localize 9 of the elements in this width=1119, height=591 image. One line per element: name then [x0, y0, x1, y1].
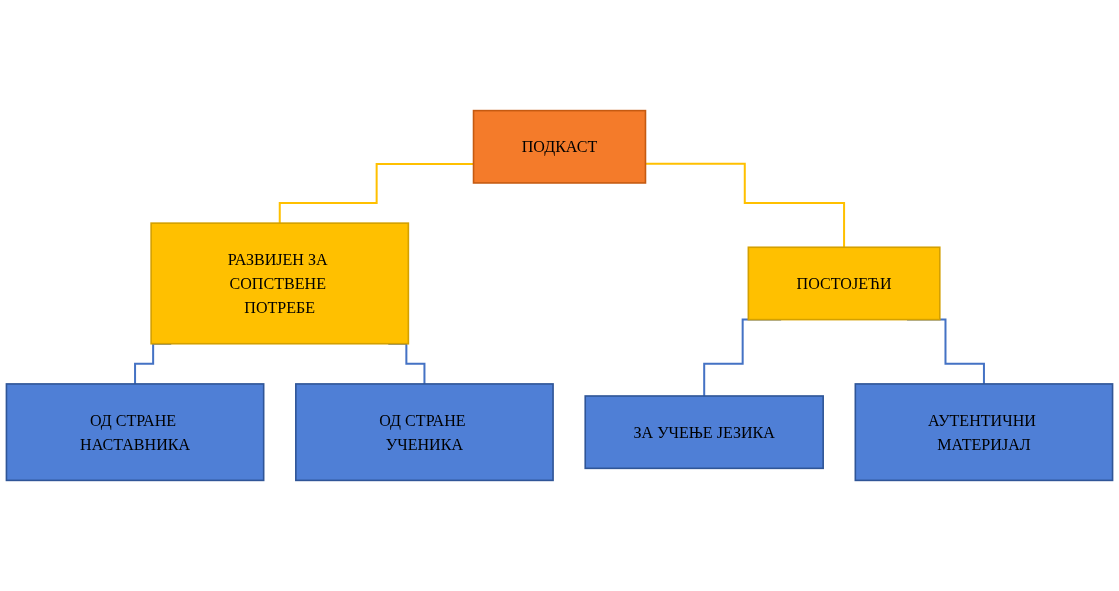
node-box: РАЗВИЈЕН ЗА СОПСТВЕНЕ ПОТРЕБЕ — [150, 222, 410, 345]
connector — [645, 162, 846, 249]
node-box: ПОДКАСТ — [472, 109, 647, 184]
node-box: ОД СТРАНЕ УЧЕНИКА — [295, 383, 554, 482]
connector — [278, 163, 474, 225]
node-box: ЗА УЧЕЊЕ ЈЕЗИКА — [584, 395, 824, 470]
node-box: АУТЕНТИЧНИ МАТЕРИЈАЛ — [854, 383, 1114, 482]
node-box: ОД СТРАНЕ НАСТАВНИКА — [5, 383, 265, 482]
node-box: ПОСТОЈЕЋИ — [747, 246, 941, 321]
